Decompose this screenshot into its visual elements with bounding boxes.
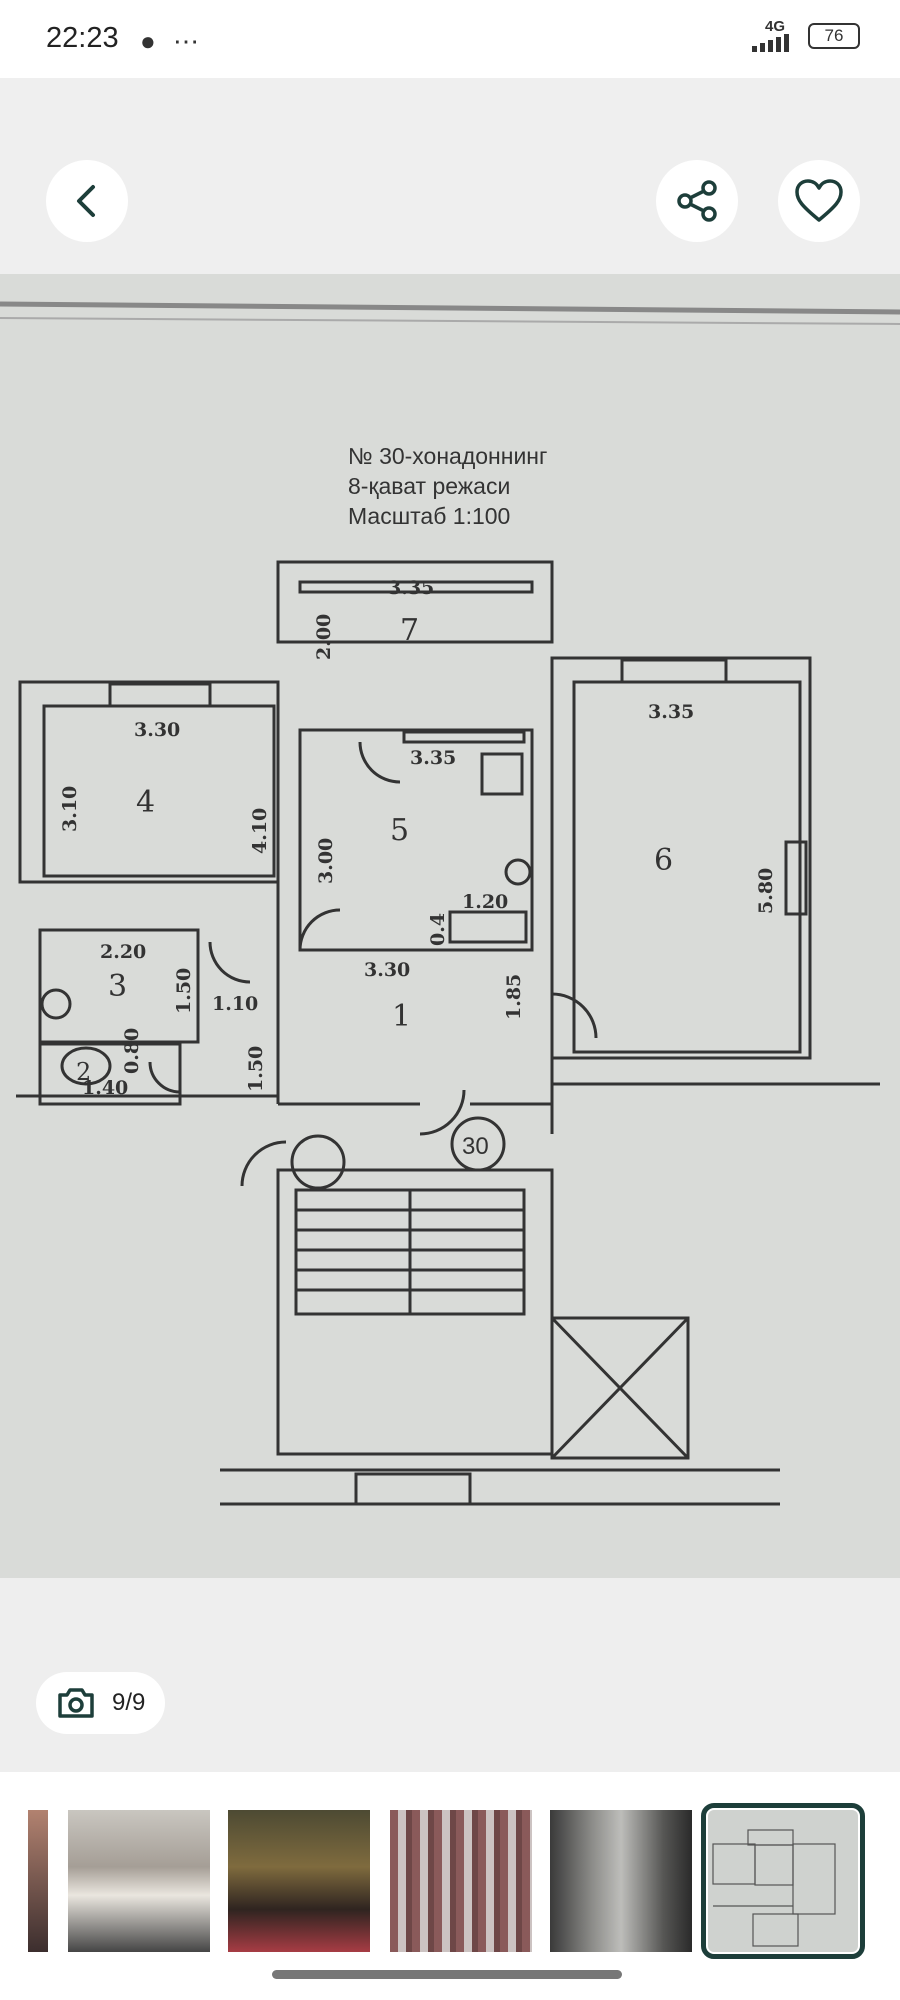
dim-door-width: 1.10 — [212, 993, 258, 1015]
plan-scale: Масштаб 1:100 — [348, 503, 510, 529]
apartment-number: 30 — [462, 1133, 489, 1160]
battery-icon: 76 — [808, 23, 860, 49]
room-labels: 7 4 5 6 3 2 1 30 — [76, 613, 673, 1160]
status-right: 4G 76 — [752, 18, 860, 52]
dim-hall-height: 1.85 — [503, 974, 525, 1020]
status-time: 22:23 — [46, 22, 119, 54]
dim-r4-right: 4.10 — [249, 808, 271, 854]
thumbnail-partial[interactable] — [28, 1810, 48, 1952]
favorite-button[interactable] — [778, 160, 860, 242]
dim-corridor: 1.50 — [245, 1046, 267, 1092]
share-button[interactable] — [656, 160, 738, 242]
dim-r7-width: 3.35 — [388, 577, 434, 599]
chevron-left-icon — [77, 185, 95, 217]
floor-plan-image: № 30-хонадоннинг 8-қават режаси Масштаб … — [0, 274, 900, 1578]
plan-title-line1: № 30-хонадоннинг — [348, 443, 547, 469]
dim-r7-height: 2.00 — [313, 614, 335, 660]
photo-counter: 9/9 — [36, 1672, 166, 1734]
top-bar — [0, 78, 900, 274]
status-bar: 22:23 ● ⋯ 4G 76 — [0, 0, 900, 78]
room-1-label: 1 — [392, 999, 411, 1034]
dim-r6-height: 5.80 — [755, 868, 777, 914]
dim-r5-niche: 1.20 — [462, 891, 508, 913]
thumbnail-bathroom-tiles[interactable] — [390, 1810, 532, 1952]
dimension-labels: 3.35 2.00 3.30 3.10 4.10 3.35 3.00 1.20 … — [59, 577, 777, 1099]
thumbnail-door[interactable] — [550, 1810, 692, 1952]
dim-r3-height: 1.50 — [173, 968, 195, 1014]
status-notification-icons: ● ⋯ — [140, 26, 199, 57]
more-dots-icon: ⋯ — [172, 26, 199, 56]
thumbnail-floor-plan-selected[interactable] — [701, 1803, 865, 1959]
room-2-label: 2 — [76, 1058, 91, 1086]
battery-level: 76 — [824, 26, 844, 45]
share-icon — [677, 180, 717, 222]
dim-r6-width: 3.35 — [648, 701, 694, 723]
dim-r2-height: 0.80 — [121, 1028, 143, 1074]
room-4-label: 4 — [136, 785, 155, 820]
plan-title-line2: 8-қават режаси — [348, 473, 510, 499]
dim-r3-width: 2.20 — [100, 941, 146, 963]
photo-viewer[interactable]: № 30-хонадоннинг 8-қават режаси Масштаб … — [0, 274, 900, 1578]
camera-icon — [58, 1688, 94, 1718]
dim-hall-width: 3.30 — [364, 959, 410, 981]
thumbnail-strip[interactable] — [0, 1772, 900, 2000]
thumbnail-plan-preview — [712, 1829, 836, 1947]
back-button[interactable] — [46, 160, 128, 242]
home-indicator — [272, 1970, 622, 1979]
photo-counter-text: 9/9 — [112, 1689, 146, 1716]
room-3-label: 3 — [108, 969, 127, 1004]
thumbnail-room-window[interactable] — [68, 1810, 210, 1952]
dim-r2-width: 1.40 — [82, 1077, 128, 1099]
dim-r4-width: 3.30 — [134, 719, 180, 741]
room-7-label: 7 — [400, 613, 419, 648]
dim-r5-width: 3.35 — [410, 747, 456, 769]
plan-walls — [16, 560, 880, 1506]
thumbnail-hallway[interactable] — [228, 1810, 370, 1952]
dim-r5-gap: 0.4 — [427, 913, 449, 946]
heart-icon — [795, 179, 843, 222]
signal-icon: 4G — [752, 18, 798, 52]
room-5-label: 5 — [390, 813, 409, 848]
network-type: 4G — [764, 18, 785, 35]
chat-bubble-icon: ● — [140, 26, 156, 56]
dim-r5-height: 3.00 — [315, 838, 337, 884]
dim-r4-left: 3.10 — [59, 786, 81, 832]
room-6-label: 6 — [654, 843, 673, 878]
